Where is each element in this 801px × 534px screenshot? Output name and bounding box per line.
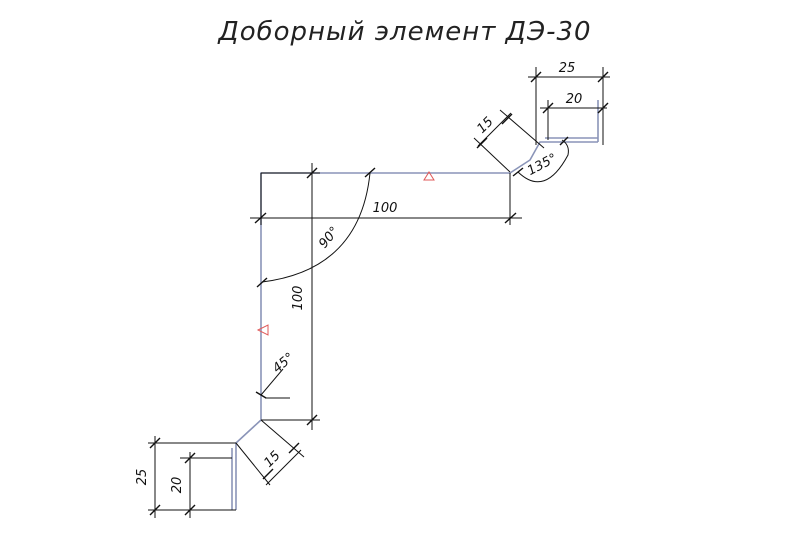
horizontal-length-label: 100 xyxy=(373,201,398,216)
vertical-length-label: 100 xyxy=(291,286,306,311)
lower-bend-angle-label: 45° xyxy=(270,350,297,376)
lower-bend-angle-dimension: 45° xyxy=(255,350,297,399)
bottom-flange-outer-label: 25 xyxy=(135,469,150,486)
top-bend-segment-label: 15 xyxy=(474,114,496,136)
top-flange-inner-label: 20 xyxy=(566,92,583,107)
top-side-marker xyxy=(423,171,435,181)
horizontal-length-dimension: 100 xyxy=(250,173,522,225)
lower-bend-segment-label: 15 xyxy=(261,448,283,470)
bottom-flange-dimension: 25 20 xyxy=(135,436,236,518)
left-side-marker xyxy=(256,324,269,336)
lower-bend-dimension: 15 xyxy=(235,419,305,486)
top-bend-dimension: 15 135° xyxy=(473,109,569,183)
top-flange-dimension: 25 20 xyxy=(528,61,610,145)
vertical-length-dimension: 100 xyxy=(261,163,320,430)
top-bend-angle-label: 135° xyxy=(525,151,560,179)
corner-angle-label: 90° xyxy=(316,224,342,251)
top-flange-outer-label: 25 xyxy=(559,61,576,76)
corner-angle-dimension: 90° xyxy=(256,167,376,288)
drawing-title: Доборный элемент ДЭ-30 xyxy=(217,17,591,47)
bottom-flange-inner-label: 20 xyxy=(170,477,185,494)
